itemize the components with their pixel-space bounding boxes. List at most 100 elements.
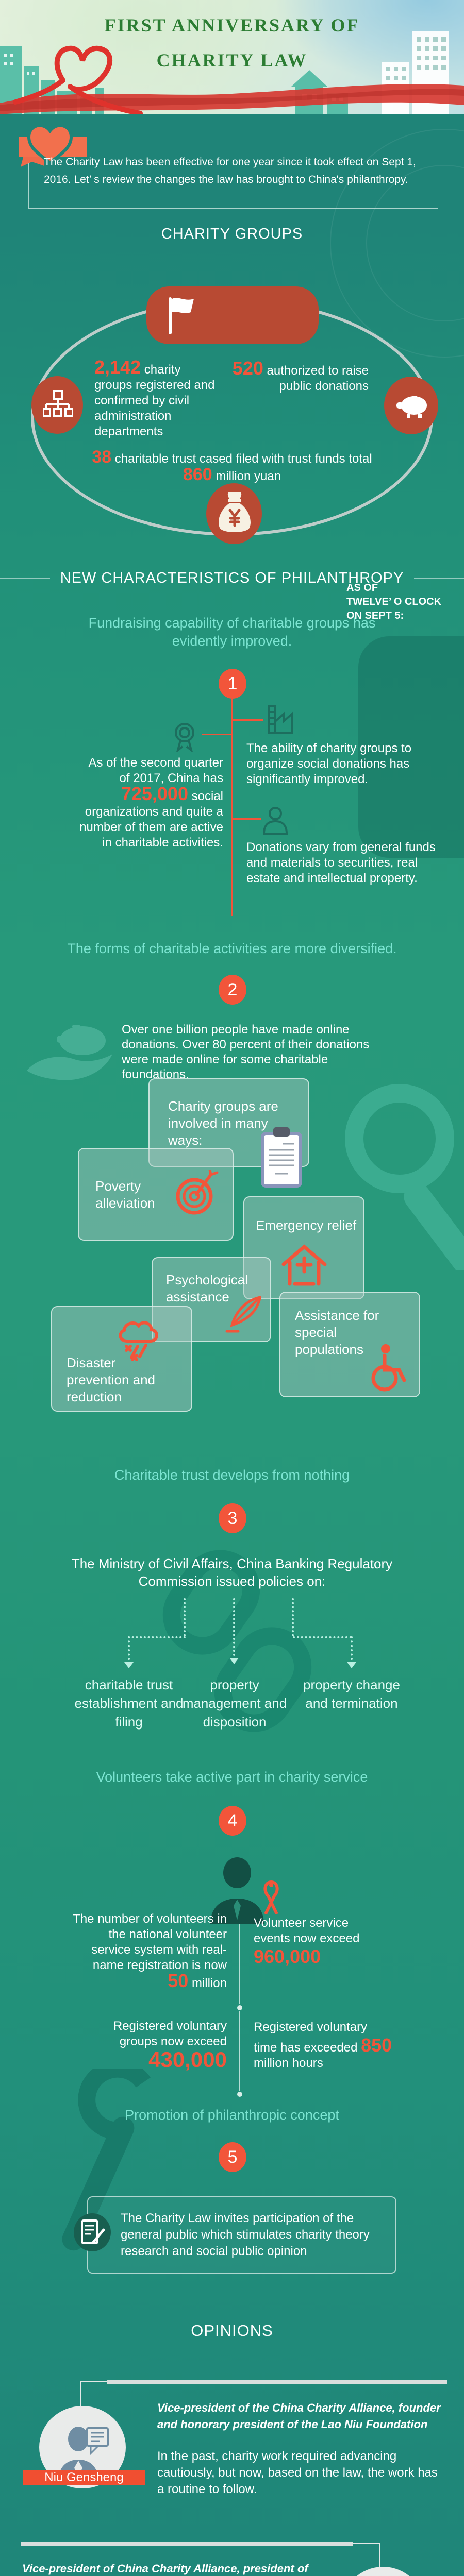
intro-box xyxy=(28,143,438,209)
sub4-stat2-pre: Volunteer service events now exceed xyxy=(254,1916,360,1945)
opinion2-bar xyxy=(21,2542,353,2546)
clipboard-icon xyxy=(261,1127,302,1188)
as-of-box: AS OF TWELVE’ O CLOCK ON SEPT 5: xyxy=(146,286,441,621)
opinion2-connector-v xyxy=(379,2543,380,2569)
sub1-left-text: As of the second quarter of 2017, China … xyxy=(77,755,223,851)
page-title-line2: CHARITY LAW xyxy=(156,50,308,71)
arrow-middle-stem xyxy=(233,1598,235,1656)
number-circle-5: 5 xyxy=(219,2142,246,2172)
opinion2-connector-h xyxy=(353,2543,380,2544)
arrow-right-elbow xyxy=(293,1636,352,1638)
org-chart-icon xyxy=(43,390,73,417)
arrow-right-head xyxy=(347,1662,356,1668)
as-of-line3: ON SEPT 5: xyxy=(346,610,404,621)
timeline-branch-right1 xyxy=(233,719,263,721)
target-icon xyxy=(176,1170,219,1215)
document-badge xyxy=(74,2213,111,2251)
sub4-stat4-value: 850 xyxy=(361,2035,392,2056)
sub3-lead-text: The Ministry of Civil Affairs, China Ban… xyxy=(71,1556,393,1589)
card-involved-text: Charity groups are involved in many ways… xyxy=(168,1098,278,1148)
number-circle-4: 4 xyxy=(219,1806,246,1836)
divider-dot-end xyxy=(237,2092,242,2097)
card-psychological-text: Psychological assistance xyxy=(166,1272,248,1304)
number-circle-1: 1 xyxy=(219,669,246,699)
arrow-left-head xyxy=(124,1662,134,1668)
house-cross-icon xyxy=(281,1244,327,1286)
new-characteristics-heading: NEW CHARACTERISTICS OF PHILANTHROPY xyxy=(60,570,404,586)
timeline-branch-left xyxy=(202,734,232,735)
hand-piggy-silhouette-icon xyxy=(27,1025,112,1080)
feather-icon xyxy=(225,1295,261,1333)
sub1-left-pre: As of the second quarter of 2017, China … xyxy=(88,756,224,785)
arrow-left-drop xyxy=(128,1636,130,1660)
card-emergency: Emergency relief xyxy=(243,1196,364,1299)
sub1-left-value: 725,000 xyxy=(121,783,188,804)
piggy-bank-badge xyxy=(384,377,438,434)
charity-groups-heading: CHARITY GROUPS xyxy=(161,226,303,242)
opinion1-connector-h xyxy=(80,2381,107,2382)
sub4-stat1-pre: The number of volunteers in the national… xyxy=(73,1912,227,1972)
heart-banner-icon xyxy=(19,124,87,167)
award-ribbon-icon xyxy=(175,723,194,752)
sub3-title: Charitable trust develops from nothing xyxy=(114,1467,350,1483)
heading-line-right xyxy=(414,578,464,579)
opinion1-bar xyxy=(107,2380,447,2384)
card-disaster: Disaster prevention and reduction xyxy=(51,1306,192,1412)
divider-line-lower xyxy=(239,2011,240,2091)
stat-charity-groups-value: 2,142 xyxy=(94,357,141,378)
opinion1-name: Niu Gensheng xyxy=(23,2470,145,2485)
arrow-left-elbow xyxy=(128,1636,186,1638)
new-characteristics-heading-row: NEW CHARACTERISTICS OF PHILANTHROPY xyxy=(0,570,464,587)
card-emergency-text: Emergency relief xyxy=(256,1217,357,1233)
stat-charity-groups: 2,142 charity groups registered and conf… xyxy=(94,357,216,439)
arrow-middle-head xyxy=(229,1658,239,1664)
sub1-title: Fundraising capability of charitable gro… xyxy=(88,615,376,649)
card-psychological: Psychological assistance xyxy=(152,1257,271,1342)
volunteer-ribbon-icon xyxy=(210,1857,279,1924)
arrow-left-stem xyxy=(184,1598,186,1636)
stat-authorized-text: authorized to raise public donations xyxy=(263,364,369,393)
card-special: Assistance for special populations xyxy=(279,1292,420,1397)
header-banner: FIRST ANNIVERSARY OF CHARITY LAW xyxy=(0,0,464,114)
sub4-stat3-value: 430,000 xyxy=(148,2047,227,2072)
stat-trust-text2: million yuan xyxy=(212,469,281,483)
timeline-line xyxy=(231,699,233,916)
org-chart-badge xyxy=(31,376,83,434)
opinion2-title: Vice-president of China Charity Alliance… xyxy=(22,2562,308,2575)
magnifier-silhouette-icon xyxy=(345,1084,464,1270)
opinion1-title: Vice-president of the China Charity Alli… xyxy=(157,2401,441,2431)
stat-authorized: 520 authorized to raise public donations xyxy=(219,358,369,394)
person-speech-icon xyxy=(59,2427,109,2479)
piggy-bank-icon xyxy=(396,394,427,418)
charity-groups-heading-row: CHARITY GROUPS xyxy=(0,226,464,243)
sub2-lead-text: Over one billion people have made online… xyxy=(122,1023,370,1081)
sub1-right-text2: Donations vary from general funds and ma… xyxy=(246,840,436,885)
sub4-stat1-post: million xyxy=(188,1976,227,1990)
divider-line-upper xyxy=(239,1924,240,2004)
opinions-heading-row: OPINIONS xyxy=(0,2321,464,2340)
intro-text: The Charity Law has been effective for o… xyxy=(44,156,416,185)
sub5-title: Promotion of philanthropic concept xyxy=(125,2107,339,2123)
card-disaster-text: Disaster prevention and reduction xyxy=(67,1355,156,1404)
opinions-heading: OPINIONS xyxy=(191,2321,273,2340)
sub4-stat3-pre: Registered voluntary groups now exceed xyxy=(113,2019,227,2048)
money-bag-icon xyxy=(219,492,251,532)
as-of-text: AS OF TWELVE’ O CLOCK ON SEPT 5: xyxy=(346,581,460,623)
sub4-stat2: Volunteer service events now exceed 960,… xyxy=(254,1916,375,1967)
flag-icon xyxy=(169,297,194,334)
page-title-line1: FIRST ANNIVERSARY OF xyxy=(104,15,360,36)
document-pen-icon xyxy=(81,2219,105,2244)
heading-line-left xyxy=(0,578,50,579)
wheelchair-icon xyxy=(371,1344,406,1392)
arrow-right-stem xyxy=(292,1598,294,1636)
as-of-line1: AS OF xyxy=(346,582,378,594)
person-icon xyxy=(262,807,288,835)
stat-authorized-value: 520 xyxy=(232,358,263,379)
arrow-right-drop xyxy=(351,1636,353,1660)
sub4-stat3: Registered voluntary groups now exceed 4… xyxy=(82,2019,227,2071)
stat-trust-text1: charitable trust cased filed with trust … xyxy=(111,452,372,466)
sub4-stat1: The number of volunteers in the national… xyxy=(70,1911,227,1991)
divider-dot-mid xyxy=(237,2005,242,2010)
number-circle-2: 2 xyxy=(219,975,246,1005)
